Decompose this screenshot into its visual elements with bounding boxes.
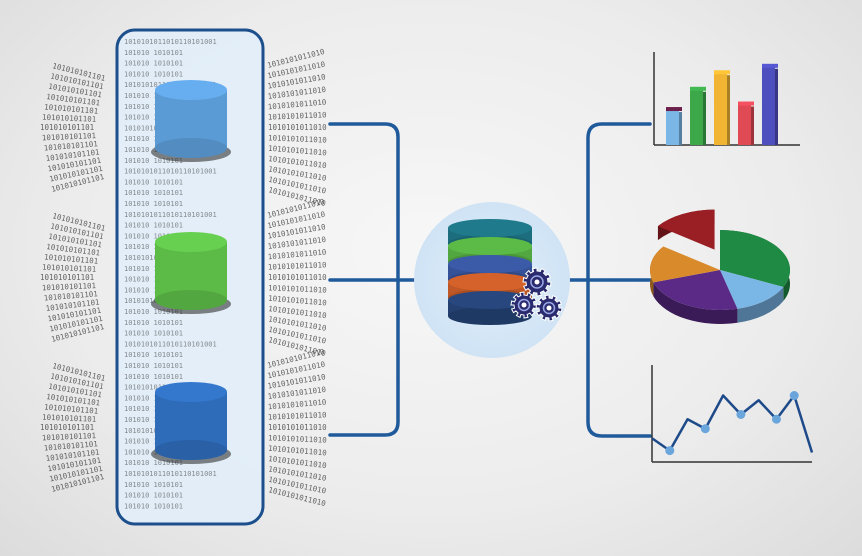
binary-string-text: 101010 1010101 <box>124 481 183 489</box>
binary-string-text: 101010 1010101 <box>124 276 183 284</box>
binary-string-text: 101010 1010101 <box>124 492 183 500</box>
binary-string-text: 101010 1010101 <box>124 60 183 68</box>
gear-icon <box>522 267 552 297</box>
binary-string-text: 101010 1010101 <box>124 438 183 446</box>
binary-string-text: 101010101101 <box>40 423 94 432</box>
binary-string-text: 101010101101 <box>42 131 97 142</box>
binary-string-text: 101010 1010101 <box>124 70 183 78</box>
right-connector-bracket <box>586 122 652 438</box>
binary-string-text: 101010 1010101 <box>124 405 183 413</box>
binary-string-text: 101010 1010101 <box>124 157 183 165</box>
binary-string-text: 1010101011010 <box>268 260 328 271</box>
binary-string-text: 1010101011010 <box>268 283 328 294</box>
binary-string-text: 101010101101 <box>43 139 98 152</box>
binary-string-text: 101010 1010101 <box>124 114 183 122</box>
binary-string-text: 101010101101 <box>40 123 94 132</box>
bar <box>666 107 682 145</box>
line-marker <box>700 424 710 434</box>
binary-string-text: 1010101011010 <box>268 433 328 444</box>
pie-slice <box>720 270 784 309</box>
binary-string-text: 101010 1010101 <box>124 502 183 510</box>
binary-string-text: 101010101101 <box>42 431 97 442</box>
binary-string-text: 101010 1010101 <box>124 135 183 143</box>
binary-string-text: 1010101011010 <box>268 273 327 282</box>
binary-string-text: 101010101101 <box>40 273 94 282</box>
gears-icon <box>510 267 563 322</box>
line-series <box>651 394 814 453</box>
binary-string-text: 101010 1010101 <box>124 351 183 359</box>
bar-chart-icon <box>653 52 800 146</box>
binary-string-text: 101010101101 <box>42 281 97 292</box>
line-chart-icon <box>651 365 814 463</box>
gear-icon <box>510 291 538 319</box>
pie-slice <box>653 270 738 310</box>
binary-string-text: 101010101101 <box>44 252 99 265</box>
binary-string-text: 101010 1010101 <box>124 308 183 316</box>
binary-string-text: 1010101011010 <box>268 423 327 432</box>
connector-lines <box>328 122 652 438</box>
binary-string-text: 1010101011010110101001 <box>124 211 217 219</box>
binary-string-text: 101010 1010101 <box>124 286 183 294</box>
binary-string-text: 101010 1010101 <box>124 265 183 273</box>
binary-string-text: 101010 1010101 <box>124 319 183 327</box>
gear-icon <box>535 294 563 322</box>
binary-string-text: 1010101011010110101001 <box>124 470 217 478</box>
binary-string-text: 101010101101 <box>43 439 98 452</box>
binary-string-text: 101010101101 <box>42 413 97 424</box>
bar <box>738 101 754 145</box>
binary-string-text: 1010101011010 <box>268 133 328 144</box>
line-marker <box>665 446 675 456</box>
database-cylinder-icon <box>151 232 231 314</box>
binary-string-text: 101010 1010101 <box>124 189 183 197</box>
line-marker <box>789 391 799 400</box>
binary-string-text: 101010 1010101 <box>124 49 183 57</box>
binary-string-text: 101010 1010101 <box>124 243 183 251</box>
binary-string-text: 101010 1010101 <box>124 362 183 370</box>
binary-string-text: 1010101011010110101001 <box>124 340 217 348</box>
database-cylinder-icon <box>151 382 231 464</box>
binary-string-text: 101010101101 <box>42 113 97 124</box>
binary-string-text: 101010 1010101 <box>124 394 183 402</box>
pie-slice-side <box>737 287 784 323</box>
binary-string-text: 101010101101 <box>44 102 99 115</box>
binary-string-text: 101010 1010101 <box>124 416 183 424</box>
binary-string-text: 101010 1010101 <box>124 92 183 100</box>
bar <box>762 63 778 145</box>
database-cylinder-icon <box>151 80 231 162</box>
binary-string-text: 101010 1010101 <box>124 232 183 240</box>
binary-string-text: 1010101011010110101001 <box>124 38 217 46</box>
line-marker <box>771 414 781 424</box>
bar <box>690 86 706 145</box>
binary-string-text: 101010 1010101 <box>124 178 183 186</box>
bar <box>714 70 730 145</box>
binary-string-text: 101010101101 <box>43 289 98 302</box>
binary-string-text: 101010 1010101 <box>124 200 183 208</box>
pie-slice <box>650 246 720 283</box>
pie-chart-icon <box>650 209 790 324</box>
binary-string-text: 1010101011010 <box>268 410 328 421</box>
binary-string-text: 101010 1010101 <box>124 459 183 467</box>
binary-string-text: 101010101101 <box>44 402 99 415</box>
binary-string-text: 101010 1010101 <box>124 222 183 230</box>
binary-string-text: 101010 1010101 <box>124 103 183 111</box>
binary-string-text: 101010 1010101 <box>124 330 183 338</box>
binary-string-text: 1010101011010110101001 <box>124 168 217 176</box>
binary-data-streams: 1010101011011010101011010101010101101101… <box>40 47 328 508</box>
binary-string-text: 1010101011010 <box>268 123 327 132</box>
line-marker <box>736 410 746 419</box>
source-databases <box>151 80 231 464</box>
pie-slice-side <box>653 282 738 324</box>
binary-string-text: 101010 1010101 <box>124 373 183 381</box>
binary-string-text: 1010101011010 <box>268 110 328 121</box>
pie-slice <box>657 209 715 250</box>
pie-slice <box>720 230 790 288</box>
binary-string-text: 101010101101 <box>42 263 97 274</box>
